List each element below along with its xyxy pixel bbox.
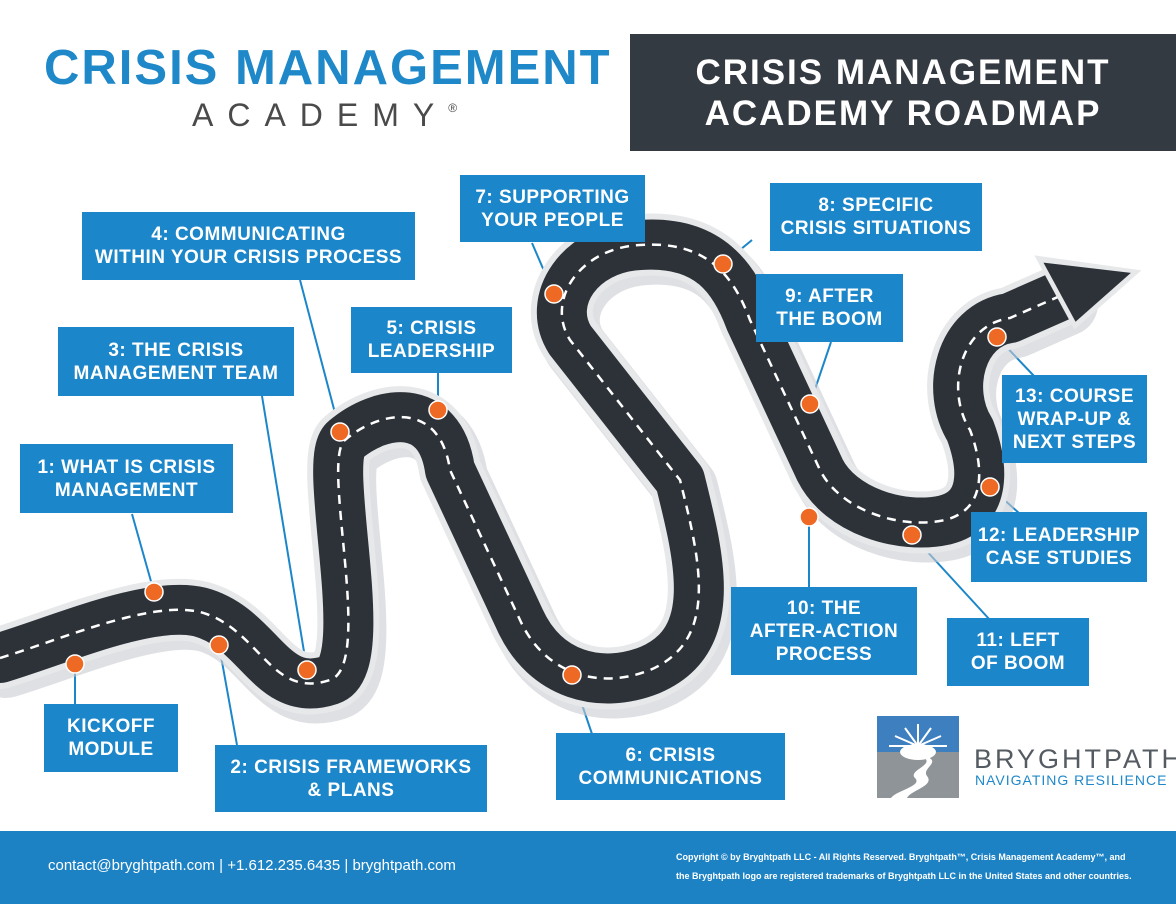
milestone-13: 13: COURSE WRAP-UP & NEXT STEPS [1002,375,1147,463]
milestone-text: MANAGEMENT [54,479,199,501]
marker-4 [330,422,350,442]
milestone-text: 4: COMMUNICATING [151,224,346,245]
milestone-text: 8: SPECIFIC [818,195,934,216]
milestone-3: 3: THE CRISIS MANAGEMENT TEAM [58,327,294,396]
footer-contact: contact@bryghtpath.com | +1.612.235.6435… [48,857,456,874]
milestone-text: 12: LEADERSHIP [977,525,1141,546]
marker-10 [799,507,819,527]
milestone-text: 6: CRISIS [625,744,716,766]
milestone-markers [65,254,1007,685]
milestone-5: 5: CRISIS LEADERSHIP [351,307,512,373]
roadmap-road [0,213,1142,746]
marker-12 [980,477,1000,497]
copyright-line1: Copyright © by Bryghtpath LLC - All Righ… [676,852,1126,862]
milestone-10: 10: THE AFTER-ACTION PROCESS [731,587,917,675]
milestone-text: NEXT STEPS [1012,431,1137,453]
milestone-9: 9: AFTER THE BOOM [756,274,903,342]
milestone-11: 11: LEFT OF BOOM [947,618,1089,686]
roadmap-title-line1: CRISIS MANAGEMENT [695,52,1111,92]
marker-1 [144,582,164,602]
milestone-text: KICKOFF [67,716,155,737]
footer-copyright: Copyright © by Bryghtpath LLC - All Righ… [676,848,1146,886]
registered-mark: ® [448,101,458,115]
marker-kickoff [65,654,85,674]
milestone-text: 9: AFTER [785,286,874,307]
marker-13 [987,327,1007,347]
marker-11 [902,525,922,545]
milestone-7: 7: SUPPORTING YOUR PEOPLE [460,175,645,242]
leader-line-4 [299,279,341,433]
bryghtpath-logo-icon [877,716,959,798]
marker-2 [209,635,229,655]
leader-line-3 [261,395,308,671]
marker-7 [544,284,564,304]
leader-line-1 [131,513,155,593]
marker-8 [713,254,733,274]
milestone-text: CASE STUDIES [985,548,1133,569]
milestone-text: WITHIN YOUR CRISIS PROCESS [94,247,403,268]
marker-5 [428,400,448,420]
copyright-line2: the Bryghtpath logo are registered trade… [676,871,1132,881]
brand-subtitle: ACADEMY® [192,97,458,133]
milestone-text: 10: THE [786,597,862,619]
milestone-6: 6: CRISIS COMMUNICATIONS [556,733,785,800]
milestone-1: 1: WHAT IS CRISIS MANAGEMENT [20,444,233,513]
milestone-text: MODULE [68,739,154,760]
logo-name: BRYGHTPATH [974,744,1176,774]
milestone-text: 2: CRISIS FRAMEWORKS [230,756,472,778]
milestone-text: 7: SUPPORTING [475,186,630,208]
milestone-text: CRISIS SITUATIONS [780,218,972,239]
roadmap-title: CRISIS MANAGEMENT ACADEMY ROADMAP [630,34,1176,151]
logo-tagline: NAVIGATING RESILIENCE [975,772,1168,788]
milestone-text: 1: WHAT IS CRISIS [37,456,216,478]
road-asphalt [0,219,1085,709]
milestone-text: WRAP-UP & [1017,408,1132,430]
marker-3 [297,660,317,680]
milestone-text: COMMUNICATIONS [578,767,763,789]
milestone-text: 3: THE CRISIS [108,339,244,361]
road-arrow-head [1043,262,1131,322]
marker-9 [800,394,820,414]
milestone-text: & PLANS [307,779,395,801]
milestone-text: 13: COURSE [1014,385,1135,407]
milestone-text: 11: LEFT [976,630,1060,651]
footer [0,831,1176,904]
roadmap-title-line2: ACADEMY ROADMAP [704,93,1102,133]
milestone-12: 12: LEADERSHIP CASE STUDIES [971,512,1147,582]
milestone-8: 8: SPECIFIC CRISIS SITUATIONS [770,183,982,251]
milestone-text: PROCESS [775,643,873,665]
milestone-text: LEADERSHIP [367,341,496,362]
milestone-text: AFTER-ACTION [749,620,899,642]
marker-6 [562,665,582,685]
brand-title: CRISIS MANAGEMENT [44,41,612,95]
milestone-text: OF BOOM [970,653,1066,674]
milestone-text: YOUR PEOPLE [481,209,624,231]
milestone-2: 2: CRISIS FRAMEWORKS & PLANS [215,745,487,812]
milestone-kickoff: KICKOFF MODULE [44,704,178,772]
milestone-text: THE BOOM [776,309,883,330]
milestone-text: 5: CRISIS [386,318,477,339]
milestone-4: 4: COMMUNICATING WITHIN YOUR CRISIS PROC… [82,212,415,280]
milestone-text: MANAGEMENT TEAM [73,362,279,384]
